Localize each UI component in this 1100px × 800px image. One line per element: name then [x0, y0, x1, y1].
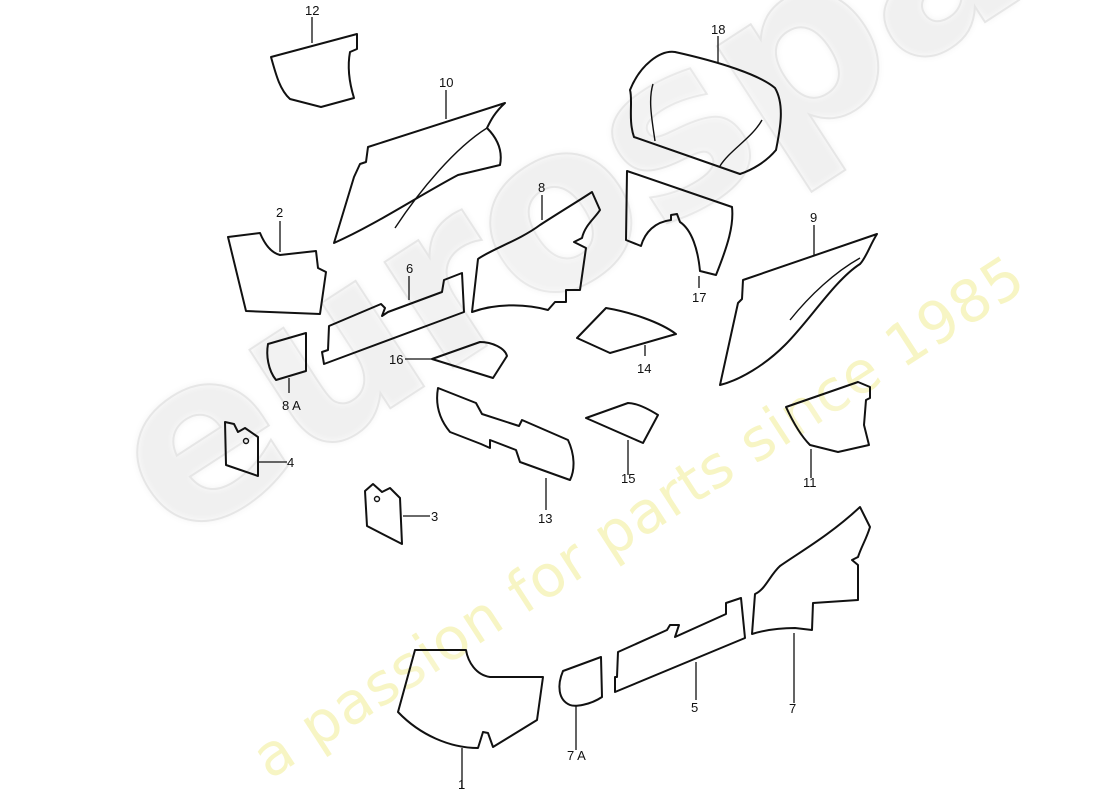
part-12[interactable] [270, 17, 358, 108]
callout-10[interactable]: 10 [439, 75, 454, 90]
callout-3[interactable]: 3 [431, 509, 439, 524]
part-5[interactable] [614, 597, 746, 700]
part-9[interactable] [719, 225, 878, 386]
callout-12[interactable]: 12 [305, 3, 320, 18]
callout-9[interactable]: 9 [810, 210, 818, 225]
part-1[interactable] [397, 649, 544, 788]
part-17[interactable] [625, 170, 734, 288]
part-15[interactable] [585, 402, 659, 475]
part-7A[interactable] [558, 656, 603, 750]
callout-14[interactable]: 14 [637, 361, 652, 376]
part-10[interactable] [333, 90, 506, 244]
callout-2[interactable]: 2 [276, 205, 284, 220]
part-2[interactable] [227, 221, 327, 315]
callout-11[interactable]: 11 [803, 475, 817, 490]
part-4[interactable] [224, 421, 287, 477]
part-8A[interactable] [266, 332, 307, 393]
callout-15[interactable]: 15 [621, 471, 636, 486]
callout-7[interactable]: 7 [789, 701, 797, 716]
callout-1[interactable]: 1 [458, 777, 466, 792]
callout-13[interactable]: 13 [538, 511, 553, 526]
callout-17[interactable]: 17 [692, 290, 707, 305]
part-6[interactable] [321, 272, 465, 365]
part-18[interactable] [629, 36, 782, 175]
part-8[interactable] [471, 191, 601, 313]
part-16[interactable] [405, 341, 508, 379]
part-3[interactable] [364, 483, 430, 545]
part-11[interactable] [785, 381, 871, 478]
callout-5[interactable]: 5 [691, 700, 699, 715]
part-14[interactable] [576, 307, 677, 356]
callout-8A[interactable]: 8 A [282, 398, 301, 413]
callout-7A[interactable]: 7 A [567, 748, 586, 763]
callout-8[interactable]: 8 [538, 180, 546, 195]
callout-6[interactable]: 6 [406, 261, 414, 276]
callout-16[interactable]: 16 [389, 352, 404, 367]
callout-18[interactable]: 18 [711, 22, 726, 37]
callout-4[interactable]: 4 [287, 455, 295, 470]
part-7[interactable] [751, 506, 871, 703]
part-13[interactable] [436, 387, 575, 510]
